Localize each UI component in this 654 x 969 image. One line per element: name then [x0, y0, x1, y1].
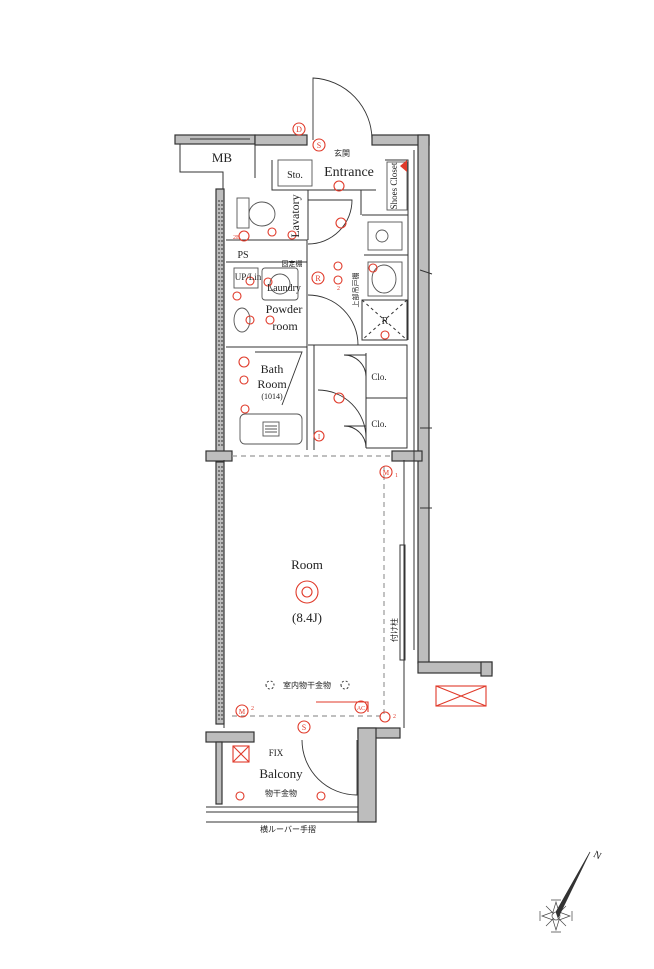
symbol-s-bottom: S: [302, 723, 306, 732]
label-shoes-closet: Shoes Closet: [389, 162, 399, 209]
label-bath-size: (1014): [261, 392, 283, 401]
compass-icon: [539, 851, 591, 933]
label-clo-lower: Clo.: [371, 419, 386, 429]
label-ps: PS: [237, 250, 248, 261]
label-mb: MB: [212, 150, 233, 165]
room-labels: MB Sto. Entrance 玄関 Shoes Closet Lavator…: [212, 148, 399, 834]
label-louver: 横ルーバー手摺: [260, 824, 316, 834]
symbol-ac: AC: [357, 706, 365, 712]
label-fix: FIX: [269, 748, 284, 758]
compass-north: N: [591, 849, 603, 862]
label-genkan: 玄関: [334, 148, 350, 158]
label-fukkake: 付け柱: [389, 618, 399, 642]
label-entrance: Entrance: [324, 165, 374, 180]
label-kotei: 固定棚: [282, 259, 303, 268]
walls: [174, 134, 493, 823]
fixtures: [233, 159, 408, 445]
symbol-2e: 2E: [233, 235, 240, 241]
label-bath-2: Room: [257, 377, 287, 391]
label-up-lin: UP/Lin: [235, 272, 262, 282]
label-room: Room: [291, 557, 323, 572]
symbol-s: S: [317, 141, 321, 150]
label-monohoshi: 物干金物: [265, 788, 297, 798]
label-laundry: Laundry: [267, 283, 301, 294]
symbol-2-r: 2: [337, 286, 340, 292]
label-powder-2: room: [272, 319, 298, 333]
label-room-size: (8.4J): [292, 610, 322, 625]
symbol-m-room: M: [383, 469, 390, 477]
label-refrigerator: R: [382, 316, 389, 327]
partitions: [190, 138, 487, 823]
symbol-2-ac: 2: [393, 714, 396, 720]
symbols: D S 2E R 2 I M 1 M 2 S: [232, 122, 407, 801]
symbol-i: I: [318, 433, 321, 441]
symbol-r: R: [315, 274, 321, 283]
label-bath-1: Bath: [261, 362, 284, 376]
symbol-2-bottom: 2: [251, 706, 254, 712]
label-sto: Sto.: [287, 170, 303, 181]
doors: [255, 77, 373, 796]
symbol-m-bottom: M: [239, 708, 246, 716]
label-jogeki: 上部吊戸棚: [351, 273, 360, 308]
label-clo-upper: Clo.: [371, 372, 386, 382]
symbol-1: 1: [395, 473, 398, 479]
label-balcony: Balcony: [259, 766, 303, 781]
label-lavatory: Lavatory: [288, 194, 302, 237]
label-shitsunai: 室内物干金物: [283, 680, 331, 690]
symbol-d: D: [296, 125, 302, 134]
label-powder-1: Powder: [266, 302, 303, 316]
